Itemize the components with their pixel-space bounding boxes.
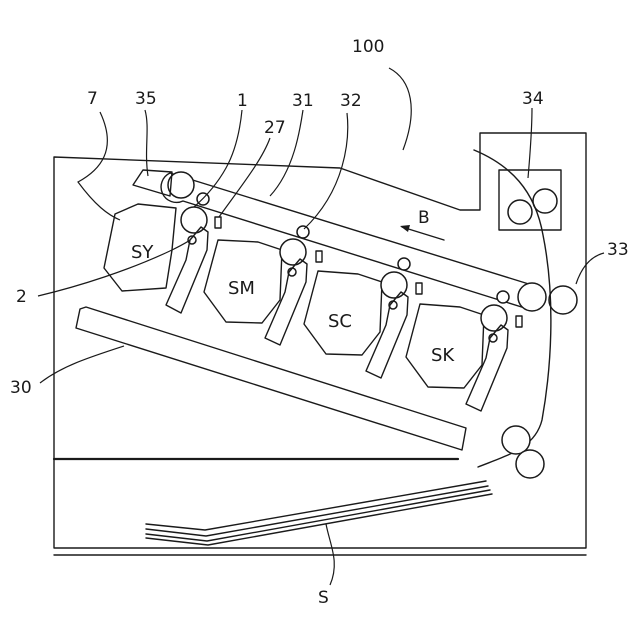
belt-drive-roller-right: [518, 283, 546, 311]
label-fixing: 34: [522, 89, 544, 109]
label-printer: 100: [352, 37, 384, 57]
label-tray: 30: [10, 378, 32, 398]
paper-stack: [146, 481, 492, 545]
primary-transfer-roller-black: [497, 291, 509, 303]
leader-27: [219, 138, 270, 217]
leader-100: [389, 68, 411, 150]
label-exposure: 27: [264, 118, 286, 138]
label-sheets: S: [318, 588, 329, 608]
developer-housing-magenta: [265, 259, 307, 345]
exposure-window-yellow: [215, 217, 221, 228]
exposure-window-black: [516, 316, 522, 327]
primary-transfer-roller-magenta: [297, 226, 309, 238]
primary-transfer-roller-cyan: [398, 258, 410, 270]
image-unit-black: [406, 291, 522, 411]
unit-label-black: SK: [431, 345, 455, 366]
label-cleaner: 35: [135, 89, 157, 109]
belt-cleaner: [133, 170, 172, 196]
label-belt: 31: [292, 91, 314, 111]
image-unit-magenta: [204, 226, 322, 345]
secondary-transfer-roller: [549, 286, 577, 314]
label-secondary-transfer: 33: [607, 240, 629, 260]
unit-label-magenta: SM: [228, 278, 255, 299]
leader-7: [78, 112, 120, 220]
label-primary-transfer: 32: [340, 91, 362, 111]
developer-housing-black: [466, 325, 508, 411]
paper-tray: [76, 307, 466, 450]
leader-30: [40, 346, 124, 383]
feed-roller-lower: [516, 450, 544, 478]
leader-35: [145, 110, 148, 176]
leader-33: [576, 253, 604, 284]
belt-direction-arrowhead: [400, 225, 410, 232]
unit-label-cyan: SC: [328, 311, 352, 332]
developer-housing-cyan: [366, 292, 408, 378]
fixing-roller-top: [533, 189, 557, 213]
label-belt-direction: B: [418, 208, 430, 228]
leader-2: [38, 240, 190, 296]
exposure-window-magenta: [316, 251, 322, 262]
printer-housing: [54, 133, 586, 548]
feed-roller-upper: [502, 426, 530, 454]
image-unit-yellow: [104, 193, 221, 313]
label-charger: 2: [16, 287, 27, 307]
image-unit-cyan: [304, 258, 422, 378]
label-photoconductor: 1: [237, 91, 248, 111]
unit-label-yellow: SY: [131, 242, 154, 263]
leader-32: [304, 113, 348, 229]
label-cartridge-lever: 7: [87, 89, 98, 109]
leader-34: [528, 108, 532, 178]
exposure-window-cyan: [416, 283, 422, 294]
fixing-roller-bottom: [508, 200, 532, 224]
